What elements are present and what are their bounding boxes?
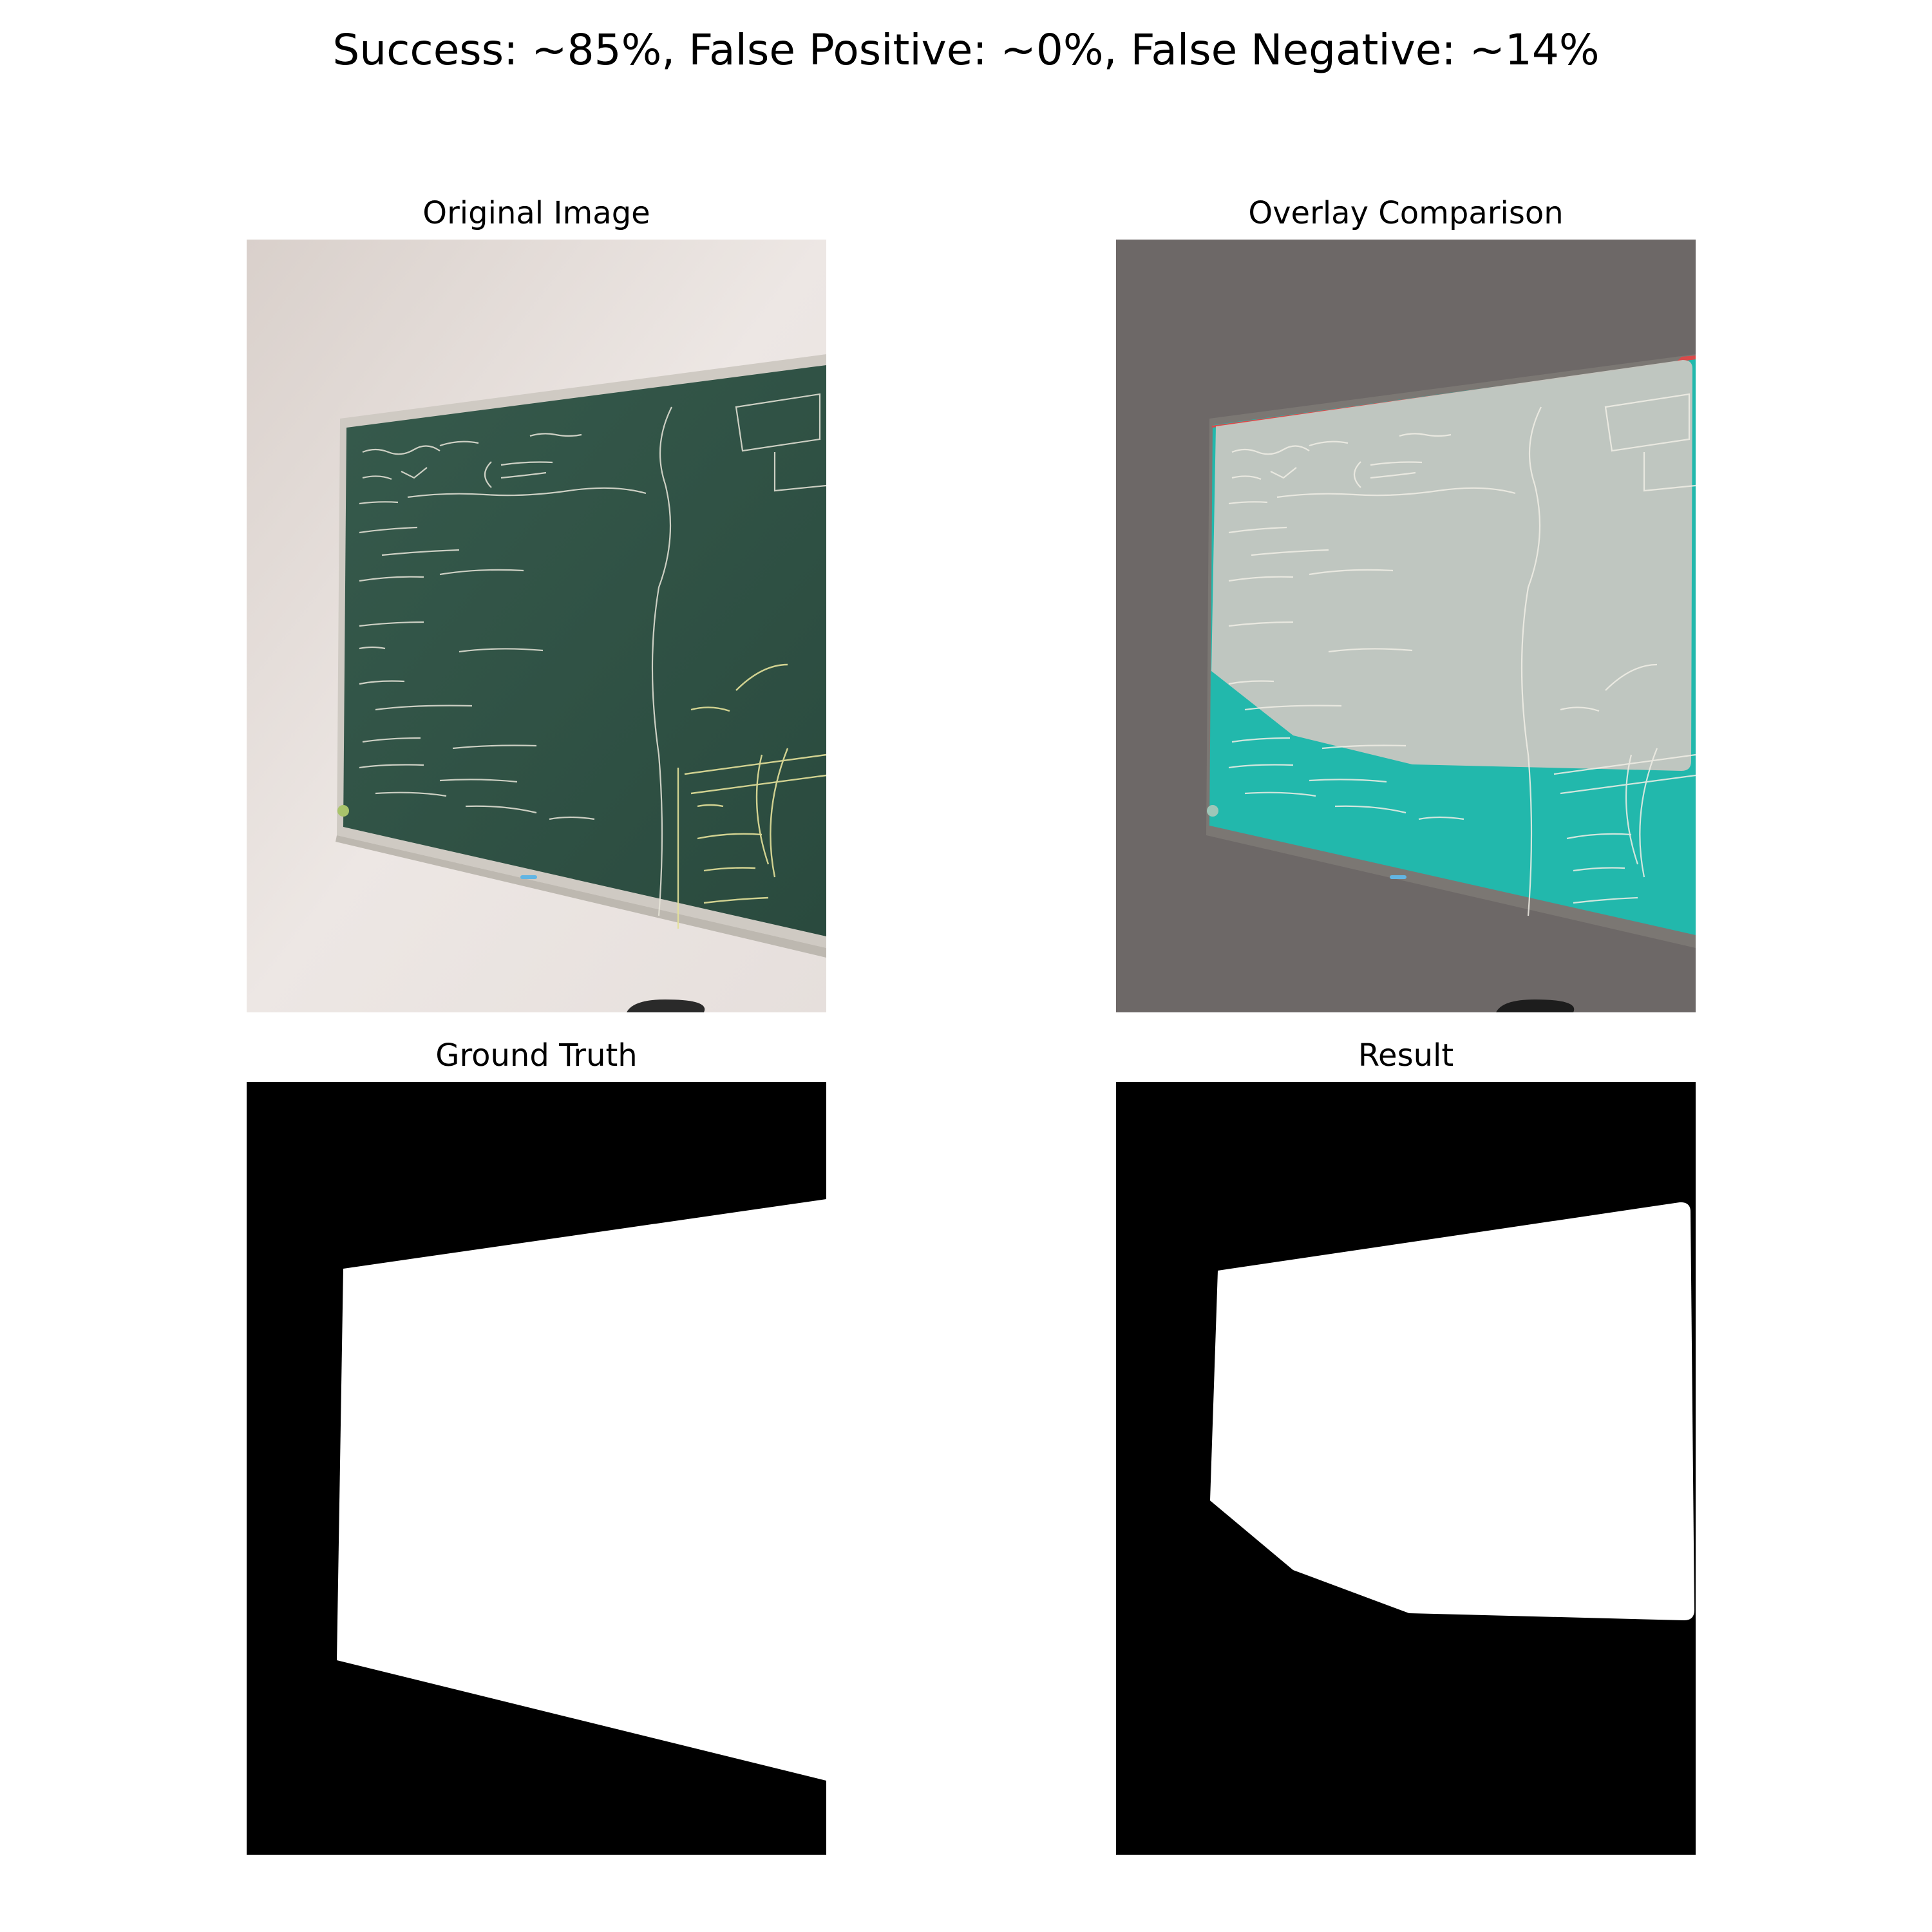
original-image-panel <box>247 240 826 1012</box>
ground-truth-region <box>337 1199 826 1781</box>
chalkboard <box>343 365 826 936</box>
chalk-tray <box>336 835 826 958</box>
sticker <box>337 805 349 817</box>
panel-title-original: Original Image <box>422 195 650 231</box>
overlay-image <box>1116 240 1696 1012</box>
panel-title-result: Result <box>1358 1037 1454 1074</box>
panel-title-overlay: Overlay Comparison <box>1248 195 1564 231</box>
chalk-writing-yellow <box>677 663 826 929</box>
panel-title-ground-truth: Ground Truth <box>435 1037 638 1074</box>
chalk-writing <box>359 393 826 916</box>
overlay-sticker <box>1207 805 1218 817</box>
ground-truth-mask <box>247 1082 826 1855</box>
result-mask <box>1116 1082 1696 1855</box>
figure-title: Success: ~85%, False Positive: ~0%, Fals… <box>332 25 1600 75</box>
magnet <box>520 875 537 879</box>
false-positive-edge <box>1211 355 1696 428</box>
result-overlay-region <box>1211 360 1692 771</box>
overlay-chalk-writing <box>1228 393 1696 916</box>
chair-back <box>627 999 705 1012</box>
ground-truth-panel <box>247 1082 826 1855</box>
result-panel <box>1116 1082 1696 1855</box>
result-region <box>1210 1202 1694 1620</box>
overlay-comparison-panel <box>1116 240 1696 1012</box>
overlay-chair-back <box>1496 999 1575 1012</box>
original-image <box>247 240 826 1012</box>
overlay-magnet <box>1390 875 1406 879</box>
